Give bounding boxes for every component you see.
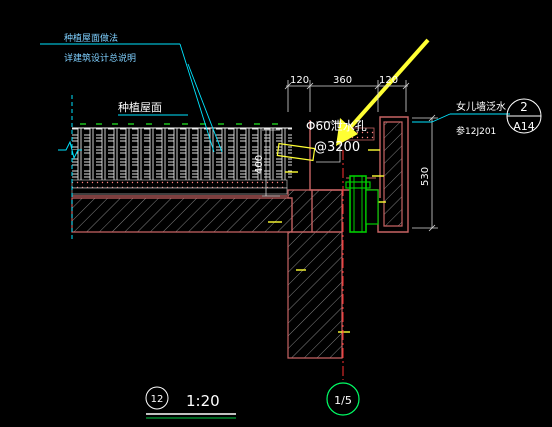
drain-pipe — [345, 175, 379, 233]
detail-title-symbol — [145, 386, 236, 419]
detail-index-symbol — [506, 98, 542, 134]
detail-title-number: 12 — [151, 394, 164, 405]
detail-index-sheet: A14 — [513, 120, 535, 133]
detail-scale: 1:20 — [186, 392, 220, 410]
beam-top — [311, 189, 343, 233]
protection-layer — [71, 187, 288, 195]
top-dimension — [284, 80, 410, 112]
dim-530-line — [412, 114, 438, 232]
beam — [287, 231, 343, 359]
parapet-label: 女儿墙泛水 — [456, 100, 506, 113]
parapet-wall — [383, 121, 403, 227]
dim-top-360: 360 — [333, 75, 352, 86]
axis-label: 1/5 — [334, 394, 352, 407]
drain-hole-marker — [276, 142, 316, 162]
drainage-layer — [71, 179, 288, 189]
dim-400-line — [262, 129, 280, 197]
slab-edge — [287, 189, 313, 233]
dim-height-530: 530 — [420, 167, 431, 186]
gutter-outline — [309, 116, 409, 233]
dim-top-120-right: 120 — [379, 75, 398, 86]
reference-code: 参12J201 — [456, 125, 496, 137]
drain-label-line1: Φ60泄水孔 — [306, 119, 367, 133]
planting-soil-layer — [72, 128, 292, 180]
roof-label: 种植屋面 — [118, 100, 162, 114]
detail-index-number: 2 — [520, 100, 528, 114]
dim-top-120-left: 120 — [290, 75, 309, 86]
roof-note-line1: 种植屋面做法 — [64, 32, 118, 44]
dim-height-400: 400 — [254, 155, 265, 174]
axis-bubble — [326, 382, 360, 416]
roof-note-line2: 详建筑设计总说明 — [64, 52, 136, 64]
note-leader — [40, 43, 223, 153]
break-line-left — [58, 95, 82, 240]
roof-slab — [71, 197, 293, 233]
yellow-arrow-icon — [336, 38, 430, 146]
drain-label-line2: @3200 — [314, 140, 360, 155]
